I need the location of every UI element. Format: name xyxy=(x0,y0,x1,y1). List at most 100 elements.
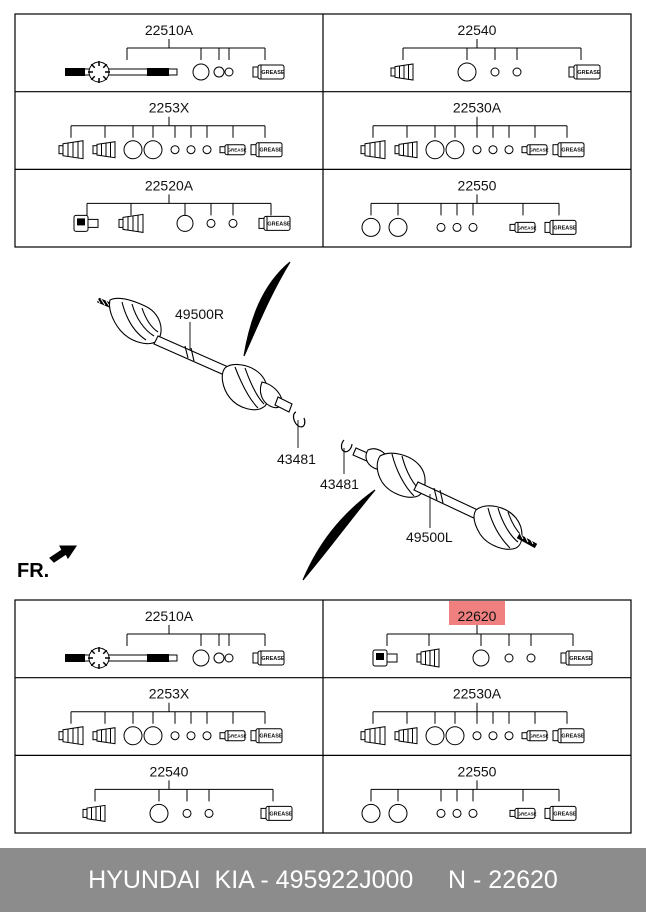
boot-icon xyxy=(92,727,116,745)
kit-label: 22620 xyxy=(458,608,497,624)
grease-label: GREASE xyxy=(529,734,548,739)
grease-label: GREASE xyxy=(553,811,577,817)
seal-ring-icon xyxy=(143,726,163,746)
kit-label: 22510A xyxy=(145,608,194,624)
kit-label: 22540 xyxy=(458,22,497,38)
grease-label: GREASE xyxy=(529,148,548,153)
cv-joint-shaft-icon xyxy=(65,61,178,83)
boot-icon xyxy=(82,804,106,822)
boot-icon xyxy=(394,141,418,159)
boot-icon xyxy=(390,63,414,81)
seal-ring-icon xyxy=(490,67,500,77)
kit-label: 2253X xyxy=(149,100,190,116)
seal-ring-icon xyxy=(186,145,196,155)
seal-ring-icon xyxy=(204,808,214,818)
footer-part-number: HYUNDAI KIA - 495922J000 N - 22620 xyxy=(0,848,646,912)
seal-ring-icon xyxy=(202,731,212,741)
seal-ring-icon xyxy=(452,222,462,232)
boot-icon xyxy=(416,648,440,668)
boot-icon xyxy=(360,140,386,160)
grease-tube-icon: GREASE xyxy=(219,144,247,156)
kit-label: 2253X xyxy=(149,686,190,702)
seal-ring-icon xyxy=(123,726,143,746)
grease-tube-icon: GREASE xyxy=(252,650,285,666)
seal-ring-icon xyxy=(468,808,478,818)
seal-ring-icon xyxy=(123,140,143,160)
grease-label: GREASE xyxy=(227,148,246,153)
label-clip-left: 43481 xyxy=(320,476,359,492)
grease-label: GREASE xyxy=(517,225,536,230)
seal-ring-icon xyxy=(526,653,536,663)
grease-label: GREASE xyxy=(259,734,283,740)
grease-tube-icon: GREASE xyxy=(260,805,293,821)
seal-ring-icon xyxy=(488,731,498,741)
boot-icon xyxy=(394,727,418,745)
kit-label: 22530A xyxy=(453,686,502,702)
seal-ring-icon xyxy=(176,214,194,232)
grease-tube-icon: GREASE xyxy=(568,64,601,80)
seal-ring-icon xyxy=(388,217,408,237)
seal-ring-icon xyxy=(224,67,234,77)
grease-tube-icon: GREASE xyxy=(521,144,549,156)
seal-ring-icon xyxy=(512,67,522,77)
grease-tube-icon: GREASE xyxy=(509,221,537,233)
driveshaft-assembly xyxy=(49,261,538,581)
label-right-shaft: 49500R xyxy=(175,306,224,322)
boot-icon xyxy=(360,726,386,746)
seal-ring-icon xyxy=(472,649,490,667)
kit-panel-22530a: 22530A GREASE GREASE xyxy=(360,686,585,746)
seal-ring-icon xyxy=(445,140,465,160)
grease-tube-icon: GREASE xyxy=(560,650,593,666)
highlight-box xyxy=(449,601,505,625)
boot-icon xyxy=(58,726,84,746)
grease-label: GREASE xyxy=(261,656,285,662)
front-indicator: FR. xyxy=(17,560,49,582)
fr-arrow-icon xyxy=(49,545,78,563)
grease-label: GREASE xyxy=(261,70,285,76)
grease-tube-icon: GREASE xyxy=(544,219,577,235)
housing-icon xyxy=(372,649,398,667)
grease-label: GREASE xyxy=(553,225,577,231)
grease-label: GREASE xyxy=(561,148,585,154)
seal-ring-icon xyxy=(182,808,192,818)
seal-ring-icon xyxy=(445,726,465,746)
seal-ring-icon xyxy=(170,731,180,741)
seal-ring-icon xyxy=(202,145,212,155)
seal-ring-icon xyxy=(361,803,381,823)
kit-label: 22530A xyxy=(453,100,502,116)
cv-joint-shaft-icon xyxy=(65,647,178,669)
seal-ring-icon xyxy=(206,218,216,228)
grease-tube-icon: GREASE xyxy=(509,807,537,819)
kit-panel-22510a: 22510A GREASE xyxy=(65,608,285,669)
seal-ring-icon xyxy=(436,808,446,818)
housing-icon xyxy=(73,214,99,232)
boot-icon xyxy=(58,140,84,160)
seal-ring-icon xyxy=(213,66,225,78)
seal-ring-icon xyxy=(361,217,381,237)
seal-ring-icon xyxy=(488,145,498,155)
seal-ring-icon xyxy=(504,653,514,663)
seal-ring-icon xyxy=(425,726,445,746)
kit-panel-2253x: 2253X GREASE GREASE xyxy=(58,686,283,746)
grease-tube-icon: GREASE xyxy=(250,728,283,744)
seal-ring-icon xyxy=(425,140,445,160)
grease-label: GREASE xyxy=(569,656,593,662)
left-driveshaft xyxy=(340,439,538,550)
seal-ring-icon xyxy=(213,652,225,664)
label-left-shaft: 49500L xyxy=(406,529,453,545)
kit-label: 22520A xyxy=(145,177,194,193)
grease-label: GREASE xyxy=(227,734,246,739)
grease-label: GREASE xyxy=(269,811,293,817)
boot-icon xyxy=(92,141,116,159)
seal-ring-icon xyxy=(228,218,238,228)
swoosh-arrow-lower xyxy=(302,489,376,581)
grease-label: GREASE xyxy=(561,734,585,740)
boot-icon xyxy=(118,213,144,233)
